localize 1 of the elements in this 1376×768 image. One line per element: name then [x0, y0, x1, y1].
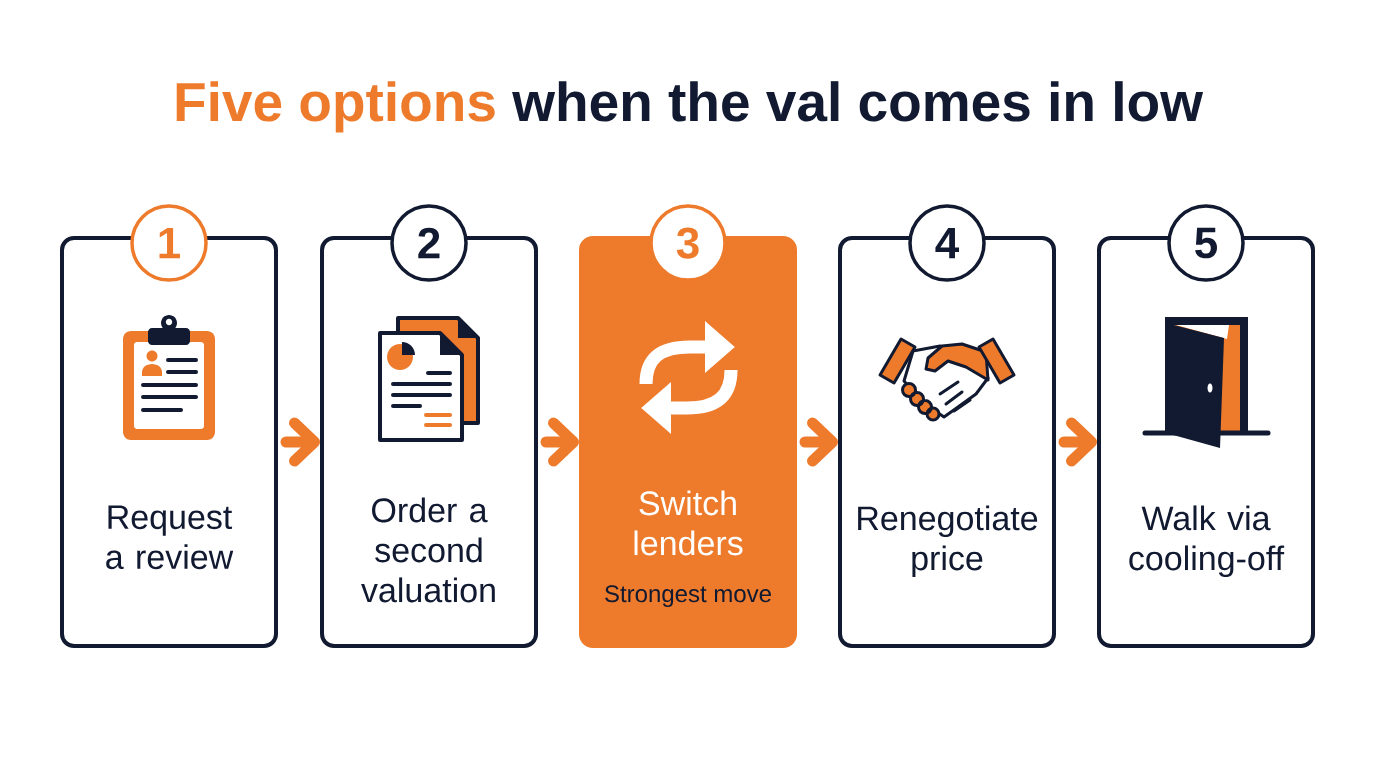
- title: Five options when the val comes in low: [176, 81, 1204, 133]
